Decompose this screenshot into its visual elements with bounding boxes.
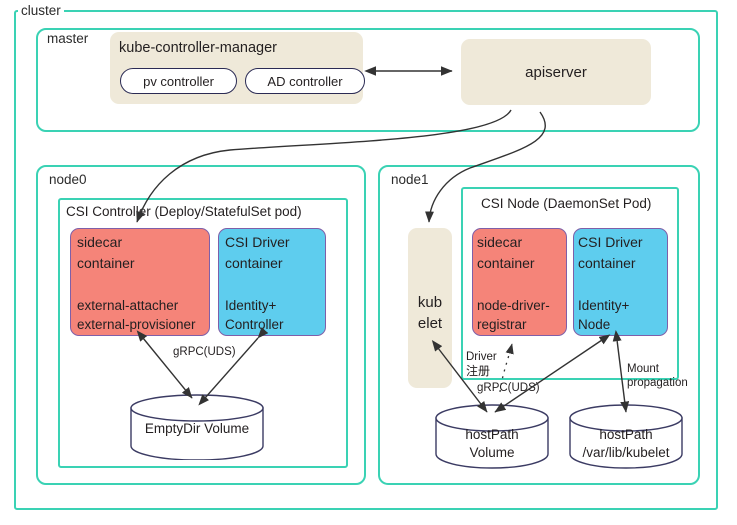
apiserver-box: apiserver <box>461 39 651 105</box>
node1-driver-line2: container <box>578 255 636 271</box>
node0-driver-detail1: Identity+ <box>225 298 277 313</box>
pv-controller-pill[interactable]: pv controller <box>120 68 237 94</box>
kube-controller-manager-title: kube-controller-manager <box>119 40 277 56</box>
node0-sidecar-detail2: external-provisioner <box>77 317 196 332</box>
hostpath-volume-label-line1: hostPath <box>465 427 519 442</box>
apiserver-label: apiserver <box>525 63 587 81</box>
node0-csi-driver-container <box>218 228 326 336</box>
node0-grpc-label: gRPC(UDS) <box>173 346 236 358</box>
emptydir-volume-cylinder: EmptyDir Volume <box>129 394 265 460</box>
pv-controller-label: pv controller <box>143 73 214 89</box>
node1-sidecar-container <box>472 228 567 336</box>
csi-controller-title: CSI Controller (Deploy/StatefulSet pod) <box>66 204 302 219</box>
node1-sidecar-line1: sidecar <box>477 234 523 250</box>
node0-driver-line2: container <box>225 255 283 271</box>
csi-node-title: CSI Node (DaemonSet Pod) <box>481 196 652 211</box>
cluster-label: cluster <box>18 3 64 18</box>
hostpath-kubelet-cylinder: hostPath /var/lib/kubelet <box>568 404 684 470</box>
ad-controller-label: AD controller <box>267 73 343 89</box>
node0-sidecar-detail1: external-attacher <box>77 298 179 313</box>
node1-csi-driver-container <box>573 228 668 336</box>
node1-sidecar-detail1: node-driver- <box>477 298 550 313</box>
node1-sidecar-line2: container <box>477 255 535 271</box>
emptydir-volume-label: EmptyDir Volume <box>144 421 250 436</box>
kubelet-label-line2: elet <box>417 315 443 332</box>
hostpath-volume-cylinder: hostPath Volume <box>434 404 550 470</box>
node1-grpc-label: gRPC(UDS) <box>477 382 540 394</box>
kubelet-label-line1: kub <box>417 294 443 311</box>
driver-register-label-line2: 注册 <box>466 364 491 378</box>
hostpath-kubelet-label-line2: /var/lib/kubelet <box>582 445 670 460</box>
mount-propagation-line1: Mount <box>627 363 659 375</box>
ad-controller-pill[interactable]: AD controller <box>245 68 365 94</box>
node1-driver-detail1: Identity+ <box>578 298 630 313</box>
node0-driver-detail2: Controller <box>225 317 284 332</box>
cluster-box <box>14 10 718 510</box>
node1-driver-detail2: Node <box>578 317 611 332</box>
node0-label: node0 <box>46 172 90 187</box>
node1-label: node1 <box>388 172 432 187</box>
node1-sidecar-detail2: registrar <box>477 317 527 332</box>
node0-driver-line1: CSI Driver <box>225 234 290 250</box>
node0-sidecar-container <box>70 228 210 336</box>
node1-driver-line1: CSI Driver <box>578 234 643 250</box>
master-label: master <box>44 31 92 46</box>
hostpath-kubelet-label-line1: hostPath <box>599 427 653 442</box>
driver-register-label-line1: Driver <box>466 351 497 363</box>
mount-propagation-line2: propagation <box>627 377 688 389</box>
hostpath-volume-label-line2: Volume <box>469 445 515 460</box>
node0-sidecar-line2: container <box>77 255 135 271</box>
node0-sidecar-line1: sidecar <box>77 234 123 250</box>
